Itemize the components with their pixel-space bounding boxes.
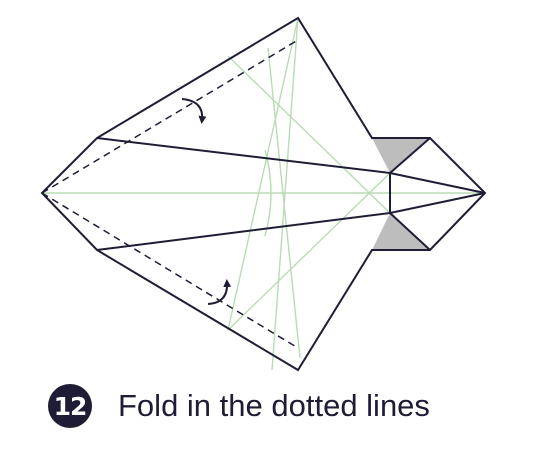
- instruction-row: 12 Fold in the dotted lines: [48, 384, 430, 428]
- step-number-badge: 12: [48, 384, 92, 428]
- dotted-fold-lines: [41, 39, 299, 349]
- paper-outline: [40, 16, 487, 372]
- instruction-text: Fold in the dotted lines: [118, 388, 430, 423]
- dotted-fold-line-bottom: [41, 192, 299, 349]
- crease-lines: [42, 17, 485, 371]
- dotted-fold-line-top: [41, 39, 299, 194]
- fold-arrow-icon: [181, 98, 207, 124]
- shaded-flap-top: [372, 138, 430, 173]
- fold-arrow-icon: [207, 279, 232, 305]
- shaded-flap-bottom: [372, 213, 430, 250]
